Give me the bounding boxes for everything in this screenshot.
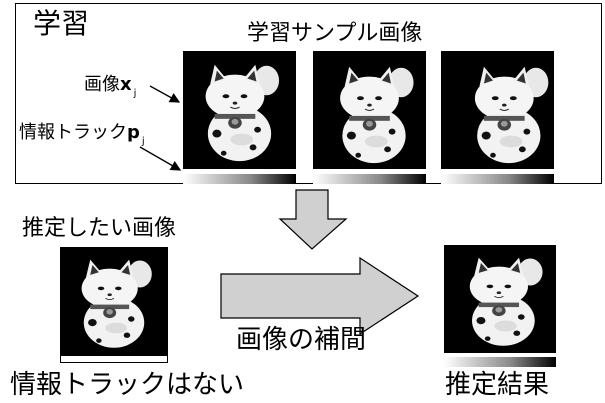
image-x-subscript: j bbox=[133, 88, 137, 99]
training-title-tab bbox=[15, 3, 100, 43]
down-arrow-icon bbox=[278, 189, 348, 250]
info-track-2 bbox=[313, 169, 426, 184]
image-x-label-text: 画像 bbox=[84, 74, 120, 95]
info-track-1 bbox=[183, 169, 296, 184]
sample-image-1 bbox=[183, 51, 296, 169]
no-track-note: 情報トラックはない bbox=[10, 370, 245, 400]
query-label: 推定したい画像 bbox=[22, 216, 177, 241]
sample-image-2 bbox=[313, 51, 426, 169]
empty-info-track bbox=[60, 355, 168, 363]
track-p-symbol: p bbox=[127, 122, 140, 143]
image-x-symbol: x bbox=[120, 74, 132, 95]
result-label: 推定結果 bbox=[445, 370, 550, 400]
pointer-arrow-icon bbox=[149, 85, 181, 103]
interpolation-label: 画像の補間 bbox=[236, 325, 367, 355]
query-image bbox=[60, 247, 168, 355]
right-arrow-icon bbox=[220, 256, 420, 336]
pointer-arrow-icon bbox=[139, 146, 182, 171]
info-track-3 bbox=[441, 169, 554, 184]
track-p-subscript: j bbox=[141, 136, 145, 147]
training-samples-title: 学習サンプル画像 bbox=[247, 21, 423, 46]
training-title: 学習 bbox=[33, 7, 90, 40]
sample-image-3 bbox=[441, 51, 554, 169]
result-image bbox=[444, 245, 556, 353]
result-info-track bbox=[444, 352, 556, 367]
track-p-label-text: 情報トラック bbox=[19, 122, 127, 143]
